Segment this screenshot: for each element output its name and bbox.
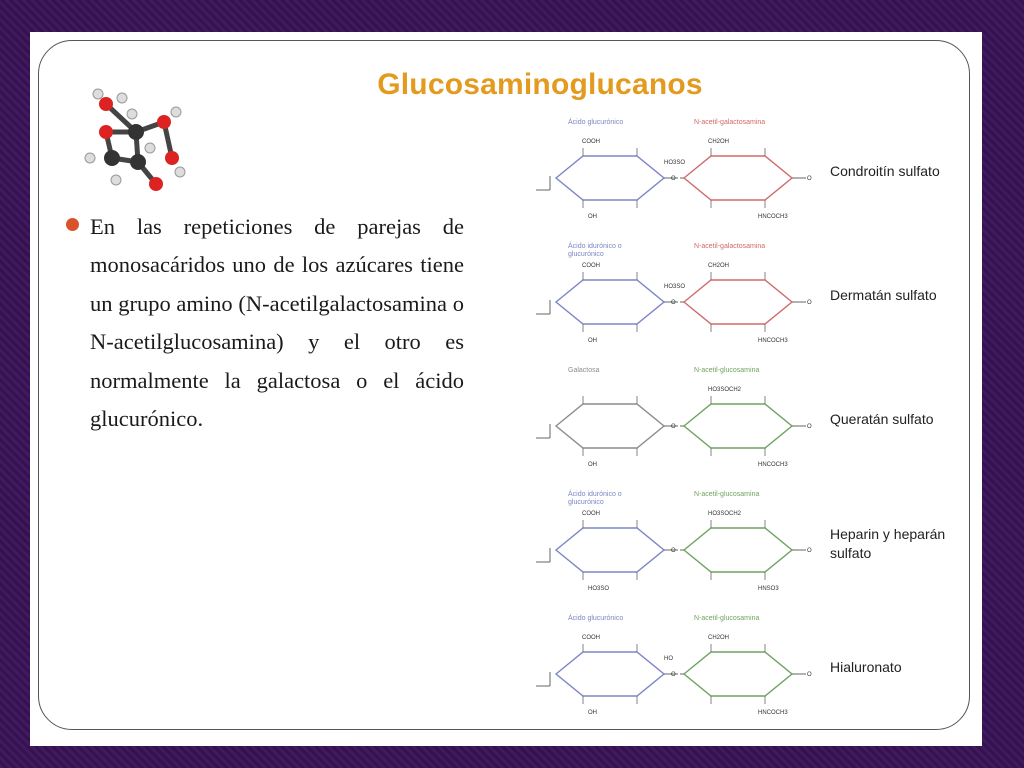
compound-name: Dermatán sulfato	[830, 287, 937, 303]
terminal-oxygen: O	[807, 300, 812, 306]
compound-name: Queratán sulfato	[830, 411, 934, 427]
glycosidic-oxygen: O	[671, 548, 676, 554]
right-bottom-group: HNCOCH3	[758, 710, 788, 716]
left-top-group: COOH	[582, 139, 600, 145]
compound-name: Hialuronato	[830, 659, 902, 675]
right-sugar-label: N-acetil-galactosamina	[694, 119, 765, 126]
left-bottom-group: OH	[588, 462, 597, 468]
slide-title: Glucosaminoglucanos	[377, 68, 703, 101]
compound-name: Heparin y heparán	[830, 526, 945, 542]
left-sugar-label: glucurónico	[568, 499, 604, 506]
right-top-group: CH2OH	[708, 635, 729, 641]
bullet-dot-icon	[66, 218, 79, 231]
right-sugar-label: N-acetil-glucosamina	[694, 367, 759, 374]
right-sugar-label: N-acetil-glucosamina	[694, 491, 759, 498]
right-bottom-group: HNCOCH3	[758, 462, 788, 468]
left-sugar-label: Galactosa	[568, 367, 600, 374]
glycosidic-oxygen: O	[671, 672, 676, 678]
terminal-oxygen: O	[807, 176, 812, 182]
compound-name: sulfato	[830, 545, 871, 561]
left-sugar-ring	[554, 651, 666, 697]
slide: Glucosaminoglucanos En las repeticiones …	[30, 32, 982, 746]
right-sugar-label: N-acetil-glucosamina	[694, 615, 759, 622]
terminal-oxygen: O	[807, 672, 812, 678]
left-top-group: COOH	[582, 511, 600, 517]
left-bottom-group: OH	[588, 338, 597, 344]
right-top-group: CH2OH	[708, 263, 729, 269]
right-sugar-ring	[682, 155, 794, 201]
left-top-group: COOH	[582, 635, 600, 641]
linkage-group: HO3SO	[664, 160, 685, 166]
terminal-oxygen: O	[807, 548, 812, 554]
compound-name: Condroitín sulfato	[830, 163, 940, 179]
left-sugar-ring	[554, 403, 666, 449]
left-bottom-group: HO3SO	[588, 586, 609, 592]
left-sugar-label: Ácido idurónico o	[568, 489, 622, 498]
left-sugar-ring	[554, 527, 666, 573]
right-sugar-ring	[682, 403, 794, 449]
terminal-oxygen: O	[807, 424, 812, 430]
left-sugar-label: Ácido glucurónico	[568, 613, 623, 622]
bullet-text: En las repeticiones de parejas de monosa…	[90, 214, 464, 432]
right-bottom-group: HNCOCH3	[758, 338, 788, 344]
right-bottom-group: HNCOCH3	[758, 214, 788, 220]
left-top-group: COOH	[582, 263, 600, 269]
right-top-group: HO3SOCH2	[708, 511, 742, 517]
right-sugar-ring	[682, 651, 794, 697]
linkage-group: HO3SO	[664, 284, 685, 290]
right-bottom-group: HNSO3	[758, 586, 779, 592]
right-sugar-ring	[682, 527, 794, 573]
right-top-group: HO3SOCH2	[708, 387, 742, 393]
molecule-model-icon	[84, 88, 186, 191]
slide-frame	[38, 40, 970, 730]
glycosidic-oxygen: O	[671, 424, 676, 430]
linkage-group: HO	[664, 656, 673, 662]
right-top-group: CH2OH	[708, 139, 729, 145]
left-sugar-label: glucurónico	[568, 251, 604, 258]
left-bottom-group: OH	[588, 710, 597, 716]
glycosidic-oxygen: O	[671, 176, 676, 182]
left-sugar-ring	[554, 155, 666, 201]
right-sugar-ring	[682, 279, 794, 325]
gag-row-4: Ácido glucurónico N-acetil-glucosaminaCOO…	[536, 613, 902, 716]
left-sugar-label: Ácido glucurónico	[568, 117, 623, 126]
glycosidic-oxygen: O	[671, 300, 676, 306]
left-bottom-group: OH	[588, 214, 597, 220]
left-sugar-label: Ácido idurónico o	[568, 241, 622, 250]
left-sugar-ring	[554, 279, 666, 325]
gag-row-0: Ácido glucurónico N-acetil-galactosaminaC…	[536, 117, 940, 220]
right-sugar-label: N-acetil-galactosamina	[694, 243, 765, 250]
